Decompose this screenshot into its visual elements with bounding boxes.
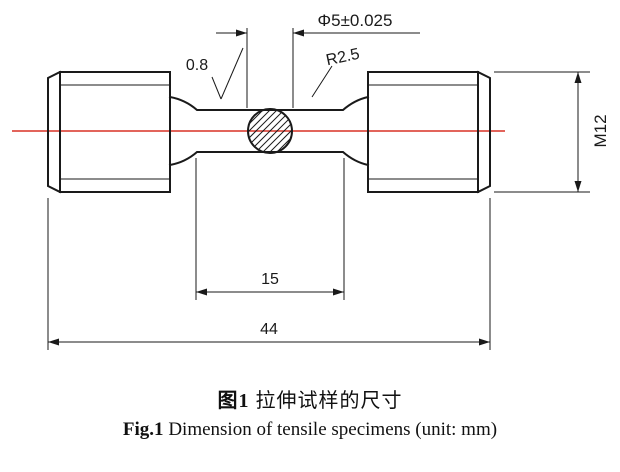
caption-en: Fig.1 Dimension of tensile specimens (un… — [0, 419, 620, 441]
dimension-total-length: 44 — [47, 198, 491, 350]
fillet-radius-label: R2.5 — [325, 46, 362, 70]
gauge-length-label: 15 — [261, 271, 279, 288]
roughness-check-icon — [211, 47, 244, 100]
dimension-thread: M12 — [494, 71, 610, 193]
gauge-section-circle — [247, 108, 293, 154]
surface-roughness-label: 0.8 — [186, 57, 208, 74]
dimension-gauge-diameter: Φ5±0.025 — [216, 11, 420, 108]
caption-zh-label: 图1 — [217, 390, 250, 412]
caption-en-label: Fig.1 — [122, 419, 164, 440]
total-length-label: 44 — [260, 321, 278, 338]
thread-size-label: M12 — [591, 114, 610, 147]
left-head-chamfer-edge — [47, 70, 62, 194]
caption-zh: 图1 拉伸试样的尺寸 — [0, 384, 620, 413]
tensile-specimen-drawing: Φ5±0.025 0.8 R2.5 M12 — [12, 11, 610, 350]
caption-zh-text: 拉伸试样的尺寸 — [255, 390, 403, 412]
right-head-chamfer-edge — [476, 70, 491, 194]
gauge-diameter-label: Φ5±0.025 — [318, 11, 393, 30]
caption-en-text: Dimension of tensile specimens (unit: mm… — [168, 419, 498, 440]
dimension-fillet-radius: R2.5 — [311, 46, 362, 98]
thread-lines — [60, 84, 478, 180]
dimension-gauge-length: 15 — [195, 158, 345, 300]
surface-roughness-annotation: 0.8 — [186, 47, 244, 100]
